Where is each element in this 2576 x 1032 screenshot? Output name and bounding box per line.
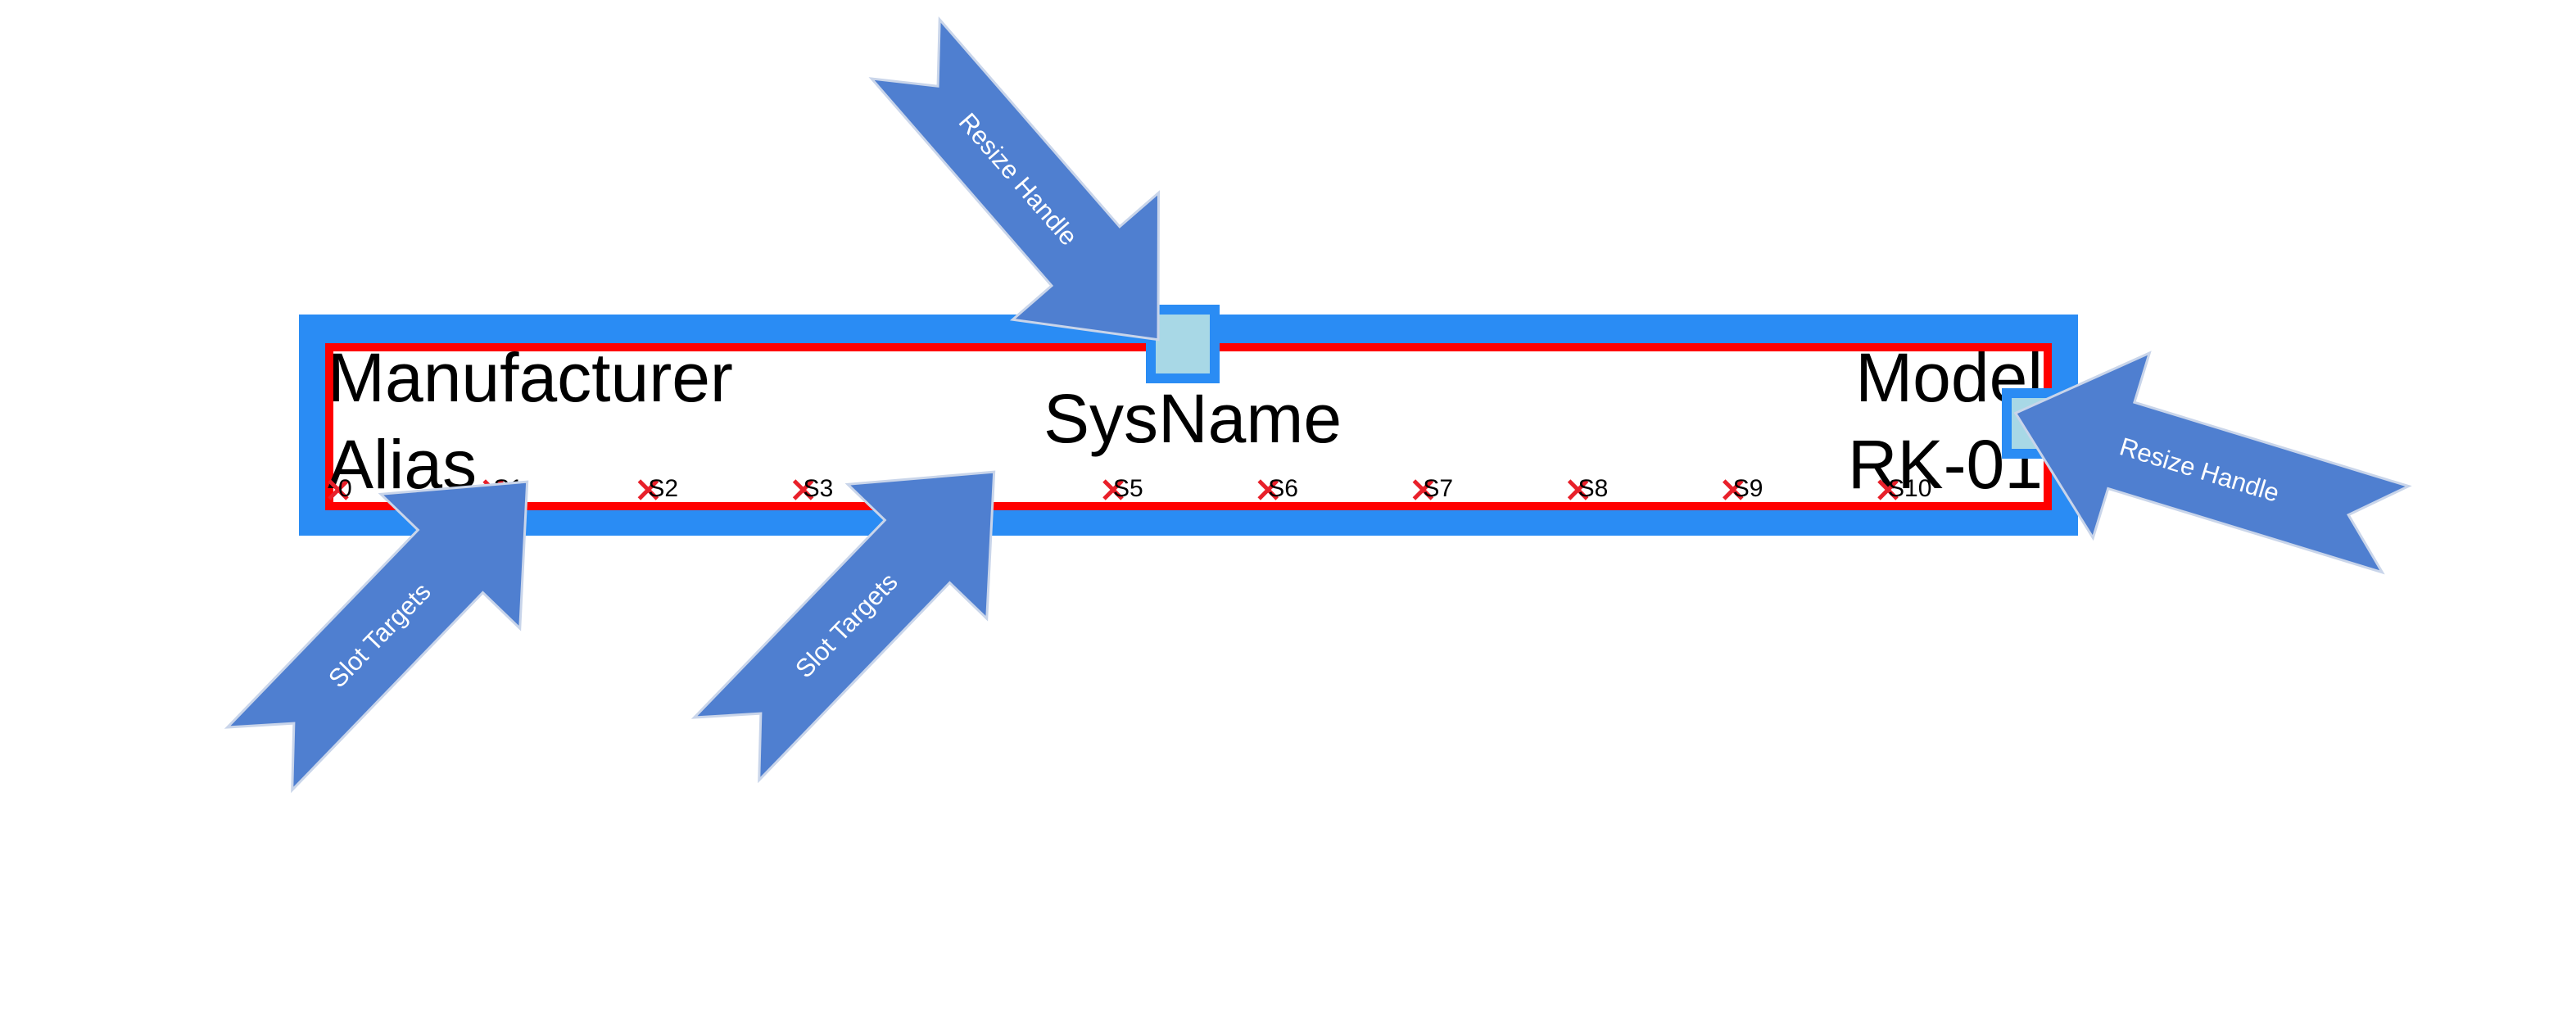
slot-label: S9 <box>1733 475 1763 502</box>
slot-label: S10 <box>1888 475 1931 502</box>
slot-target[interactable]: 0 <box>328 475 352 502</box>
slot-target[interactable]: S8 <box>1567 475 1609 502</box>
x-mark-icon <box>1412 479 1434 500</box>
x-mark-icon <box>1723 479 1744 500</box>
slot-label: S3 <box>804 475 834 502</box>
slot-target[interactable]: S5 <box>1102 475 1143 502</box>
slot-target[interactable]: S9 <box>1723 475 1763 502</box>
callout-arrow-icon <box>2013 351 2412 575</box>
x-mark-icon <box>1567 479 1589 500</box>
slot-label: S7 <box>1423 475 1453 502</box>
x-mark-icon <box>1102 479 1124 500</box>
slot-label: 0 <box>338 475 352 502</box>
callout-slot-targets-2: Slot Targets <box>690 470 996 784</box>
x-mark-icon <box>328 479 349 500</box>
resize-handle-top[interactable] <box>1146 305 1220 383</box>
slot-target[interactable]: S3 <box>792 475 834 502</box>
manufacturer-label: Manufacturer <box>328 339 733 416</box>
slot-target[interactable]: S2 <box>637 475 678 502</box>
slot-label: S6 <box>1268 475 1298 502</box>
slot-target[interactable]: S7 <box>1412 475 1453 502</box>
x-mark-icon <box>792 479 814 500</box>
x-mark-icon <box>1877 479 1899 500</box>
sysname-label: SysName <box>1044 380 1342 457</box>
callout-arrow-icon <box>690 470 996 784</box>
callout-arrow-icon <box>868 16 1161 342</box>
slot-label: S5 <box>1113 475 1143 502</box>
slot-target[interactable]: S6 <box>1257 475 1298 502</box>
slot-label: S2 <box>648 475 678 502</box>
x-mark-icon <box>637 479 659 500</box>
slot-label: S8 <box>1578 475 1609 502</box>
slot-target[interactable]: S10 <box>1877 475 1931 502</box>
callout-arrow-icon <box>224 480 529 794</box>
callout-resize-handle-right: Resize Handle <box>2013 351 2412 575</box>
x-mark-icon <box>1257 479 1279 500</box>
